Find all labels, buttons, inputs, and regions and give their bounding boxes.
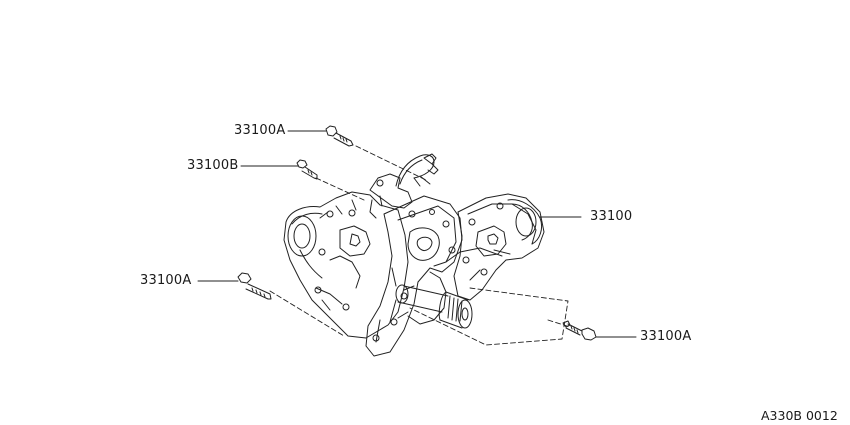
- bolt-lower-left-icon: [237, 272, 272, 300]
- figure-reference-code: A330B 0012: [761, 408, 838, 423]
- bolt-top-left-icon: [325, 125, 354, 147]
- projection-lines: [269, 145, 571, 346]
- callout-33100a-lower-left: 33100A: [140, 273, 192, 288]
- callout-33100-assembly: 33100: [590, 209, 633, 224]
- callout-33100b-upper: 33100B: [187, 158, 239, 173]
- callout-33100a-lower-right: 33100A: [640, 329, 692, 344]
- leader-lines: [197, 130, 637, 338]
- transfer-case-illustration: [283, 153, 545, 357]
- callout-33100a-top-left: 33100A: [234, 123, 286, 138]
- bolt-upper-icon: [296, 159, 318, 180]
- bolt-lower-right-icon: [562, 320, 597, 341]
